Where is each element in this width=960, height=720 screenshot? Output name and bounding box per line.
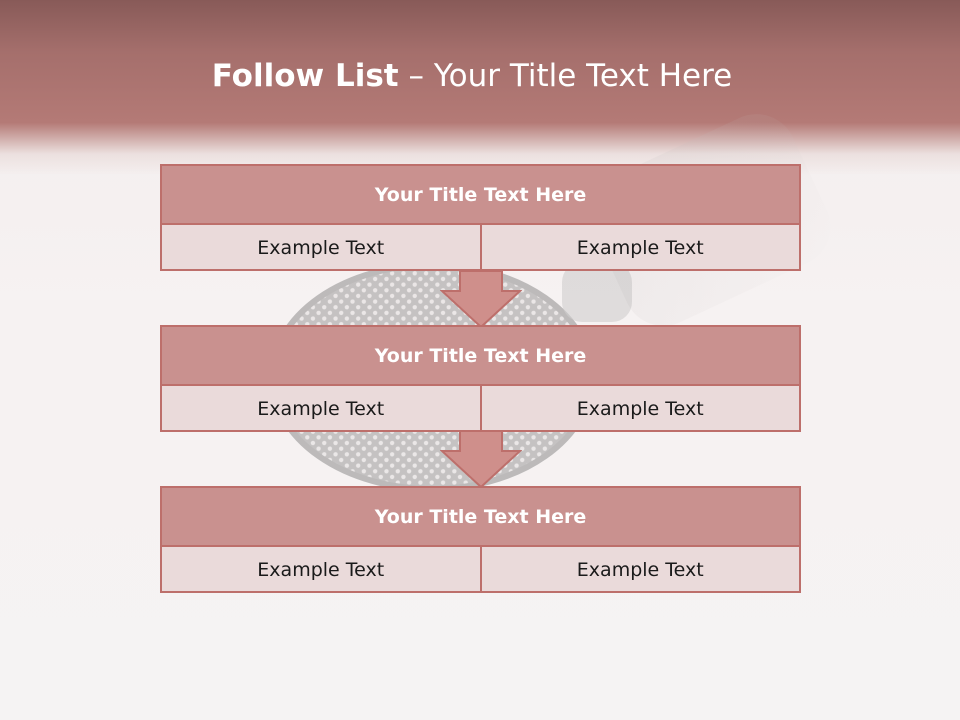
title-rest: Your Title Text Here bbox=[433, 58, 733, 94]
down-arrow-icon bbox=[440, 271, 522, 329]
flow-box-title: Your Title Text Here bbox=[162, 488, 799, 547]
flow-box-cell-left: Example Text bbox=[257, 559, 385, 581]
flow-box-cell-right: Example Text bbox=[479, 225, 800, 271]
slide-title: Follow List – Your Title Text Here bbox=[0, 56, 944, 96]
flow-box-cell-left: Example Text bbox=[257, 237, 385, 259]
flow-box-title: Your Title Text Here bbox=[162, 166, 799, 225]
header-band bbox=[0, 0, 960, 175]
flow-box-cell-right: Example Text bbox=[479, 386, 800, 432]
flow-box-1: Your Title Text Here Example Text Exampl… bbox=[160, 164, 801, 271]
flow-box-cell-right: Example Text bbox=[479, 547, 800, 593]
title-separator: – bbox=[398, 58, 434, 94]
title-bold: Follow List bbox=[211, 58, 399, 94]
flow-box-3: Your Title Text Here Example Text Exampl… bbox=[160, 486, 801, 593]
flow-box-2: Your Title Text Here Example Text Exampl… bbox=[160, 325, 801, 432]
down-arrow-icon bbox=[440, 431, 522, 489]
flow-box-cell-left: Example Text bbox=[257, 398, 385, 420]
flow-box-title: Your Title Text Here bbox=[162, 327, 799, 386]
